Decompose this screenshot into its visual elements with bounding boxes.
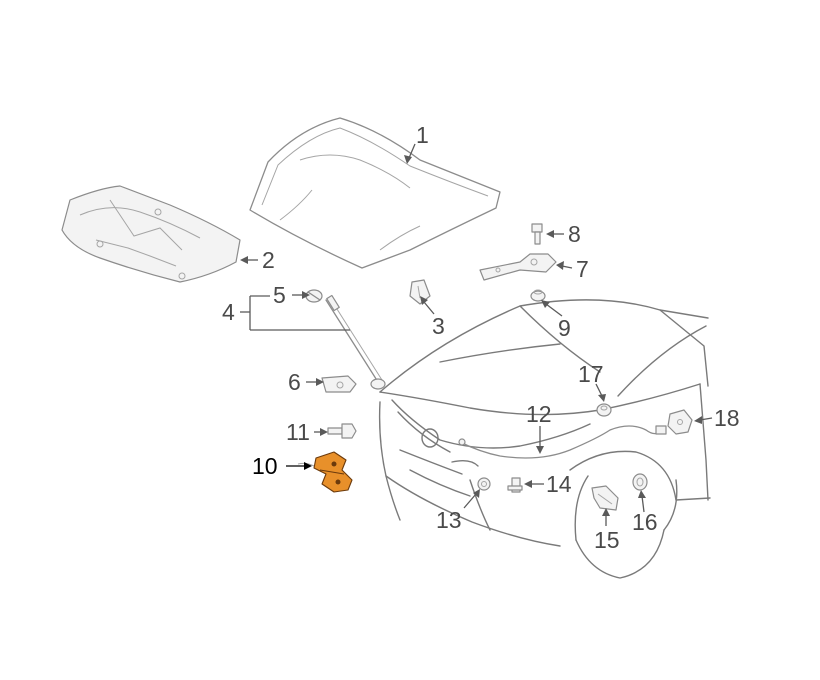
part-cable-clamp (507, 477, 523, 493)
callout-2: 2 (262, 247, 275, 273)
bracket-callout-4 (240, 295, 350, 331)
svg-text:12: 12 (526, 401, 552, 427)
callout-4: 4 (222, 299, 235, 325)
svg-text:9: 9 (558, 315, 571, 341)
part-release-lever (591, 485, 619, 511)
callout-10: 10 (252, 453, 278, 479)
part-hood-panel (249, 117, 501, 269)
svg-text:13: 13 (436, 507, 462, 533)
svg-text:15: 15 (594, 527, 620, 553)
callout-labels: 1 2 3 4 5 6 7 8 9 10 11 12 13 14 15 16 1… (222, 122, 740, 553)
callout-14: 14 (546, 471, 572, 497)
callout-15: 15 (594, 527, 620, 553)
callout-16: 16 (632, 509, 658, 535)
callout-13: 13 (436, 507, 462, 533)
part-cable-grommet (596, 403, 612, 417)
svg-text:17: 17 (578, 361, 604, 387)
part-rod-holder (321, 375, 357, 393)
svg-text:16: 16 (632, 509, 658, 535)
part-retainer (632, 473, 648, 491)
callout-3: 3 (432, 313, 445, 339)
svg-text:18: 18 (714, 405, 740, 431)
callout-6: 6 (288, 369, 301, 395)
svg-text:5: 5 (273, 282, 286, 308)
callout-17: 17 (578, 361, 604, 387)
part-support-clip (305, 289, 323, 303)
svg-text:2: 2 (262, 247, 275, 273)
part-lock-bracket (479, 253, 557, 281)
callout-1: 1 (416, 122, 429, 148)
svg-text:11: 11 (286, 419, 310, 445)
svg-text:3: 3 (432, 313, 445, 339)
part-cable-clip (477, 477, 491, 491)
callout-8: 8 (568, 221, 581, 247)
part-grommet (530, 289, 546, 302)
part-screw (327, 423, 357, 439)
leader-lines (240, 143, 713, 526)
part-hood-support-rod (325, 294, 386, 390)
svg-text:1: 1 (416, 122, 429, 148)
part-hood-lock-assembly (297, 451, 353, 493)
part-hood-insulator (61, 185, 241, 283)
svg-text:14: 14 (546, 471, 572, 497)
part-lever-bracket (667, 409, 693, 435)
callout-18: 18 (714, 405, 740, 431)
svg-text:4: 4 (222, 299, 235, 325)
callout-5: 5 (273, 282, 286, 308)
svg-text:7: 7 (576, 256, 589, 282)
callout-7: 7 (576, 256, 589, 282)
part-bolt (531, 223, 543, 245)
callout-12: 12 (526, 401, 552, 427)
callout-11: 11 (286, 419, 310, 445)
svg-text:6: 6 (288, 369, 301, 395)
car-front-body (378, 299, 711, 579)
part-release-cable (458, 425, 667, 459)
svg-text:8: 8 (568, 221, 581, 247)
callout-9: 9 (558, 315, 571, 341)
svg-text:10: 10 (252, 453, 278, 479)
